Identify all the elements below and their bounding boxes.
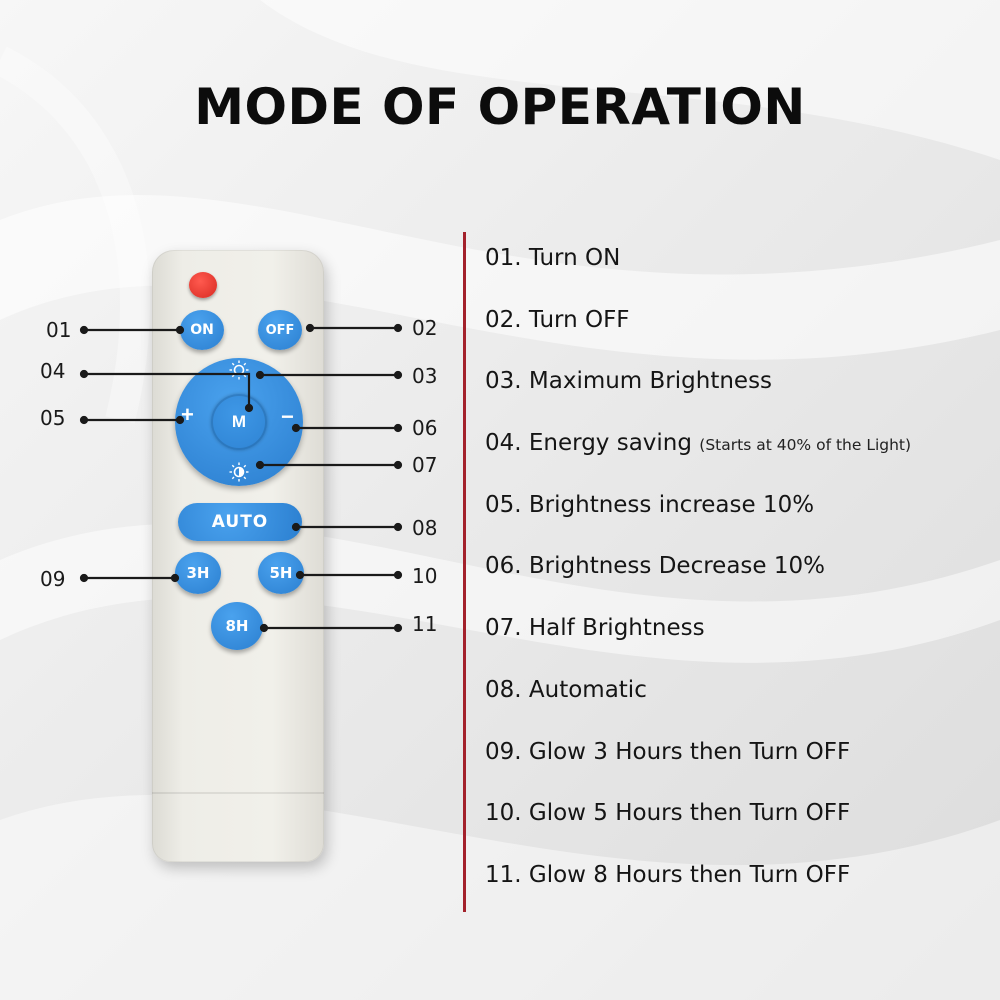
legend-text: 09. Glow 3 Hours then Turn OFF <box>485 738 851 765</box>
callout-number: 06 <box>412 416 438 440</box>
legend-text: 05. Brightness increase 10% <box>485 491 815 518</box>
sun-outline-icon[interactable] <box>229 360 249 380</box>
legend-item: 06. Brightness Decrease 10% <box>485 546 995 608</box>
half-sun-icon[interactable] <box>229 462 249 482</box>
brightness-dial: + − M <box>175 358 303 486</box>
operation-legend: 01. Turn ON 02. Turn OFF 03. Maximum Bri… <box>485 238 995 917</box>
legend-item: 04. Energy saving (Starts at 40% of the … <box>485 423 995 485</box>
timer-3h-button[interactable]: 3H <box>175 552 221 594</box>
callout-number: 07 <box>412 453 438 477</box>
legend-item: 02. Turn OFF <box>485 300 995 362</box>
callout-number: 03 <box>412 364 438 388</box>
legend-text: 04. Energy saving <box>485 430 692 457</box>
remote-battery-seam <box>152 792 324 794</box>
brightness-minus-button[interactable]: − <box>281 404 294 429</box>
callout-number: 01 <box>46 318 72 342</box>
legend-text: 01. Turn ON <box>485 245 621 271</box>
remote-control: ON OFF + − M AUTO 3H 5H 8H <box>152 250 324 862</box>
callout-number: 09 <box>40 567 66 591</box>
callout-number: 10 <box>412 564 438 588</box>
timer-8h-button[interactable]: 8H <box>211 602 263 650</box>
legend-text: 10. Glow 5 Hours then Turn OFF <box>485 800 851 827</box>
callout-number: 04 <box>40 359 66 383</box>
callout-number: 11 <box>412 612 438 636</box>
legend-text: 08. Automatic <box>485 676 647 703</box>
callout-number: 08 <box>412 516 438 540</box>
on-button[interactable]: ON <box>180 310 224 350</box>
legend-item: 08. Automatic <box>485 670 995 732</box>
legend-text: 11. Glow 8 Hours then Turn OFF <box>485 861 851 888</box>
power-indicator-button[interactable] <box>189 272 217 298</box>
page-title: MODE OF OPERATION <box>194 78 806 136</box>
legend-text: 03. Maximum Brightness <box>485 368 773 395</box>
legend-item: 01. Turn ON <box>485 238 995 300</box>
legend-text: 06. Brightness Decrease 10% <box>485 553 825 580</box>
legend-item: 11. Glow 8 Hours then Turn OFF <box>485 855 995 917</box>
legend-note: (Starts at 40% of the Light) <box>699 436 912 455</box>
callout-number: 02 <box>412 316 438 340</box>
legend-item: 07. Half Brightness <box>485 608 995 670</box>
legend-text: 02. Turn OFF <box>485 306 630 333</box>
legend-item: 05. Brightness increase 10% <box>485 485 995 547</box>
legend-item: 10. Glow 5 Hours then Turn OFF <box>485 793 995 855</box>
mode-button[interactable]: M <box>211 394 267 450</box>
callout-number: 05 <box>40 406 66 430</box>
off-button[interactable]: OFF <box>258 310 302 350</box>
legend-text: 07. Half Brightness <box>485 615 705 642</box>
auto-button[interactable]: AUTO <box>178 503 302 541</box>
legend-item: 09. Glow 3 Hours then Turn OFF <box>485 732 995 794</box>
timer-5h-button[interactable]: 5H <box>258 552 304 594</box>
legend-item: 03. Maximum Brightness <box>485 361 995 423</box>
brightness-plus-button[interactable]: + <box>181 402 194 427</box>
section-divider <box>463 232 466 912</box>
